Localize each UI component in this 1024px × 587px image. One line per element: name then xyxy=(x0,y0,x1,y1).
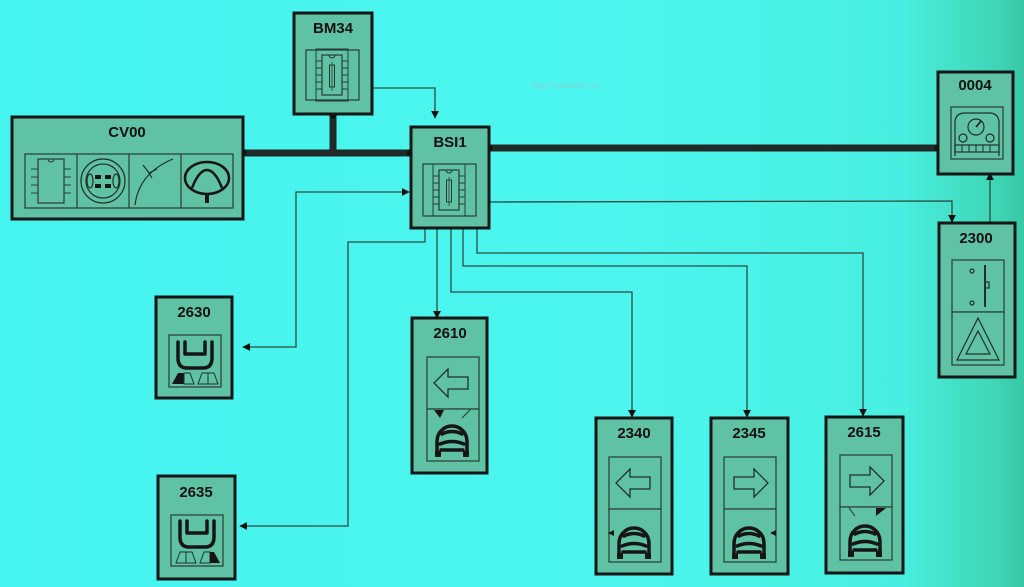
component-label: 2300 xyxy=(959,230,992,247)
component-2300[interactable]: 2300 xyxy=(937,221,1017,379)
rear-lamp-left-icon xyxy=(172,340,219,385)
hazard-triangle-icon xyxy=(956,316,1000,361)
wires xyxy=(239,87,994,530)
component-2345[interactable]: 2345 xyxy=(709,416,790,576)
component-label: 2610 xyxy=(433,325,466,342)
hazard-switch-icon xyxy=(969,265,990,307)
wire-2630-bsi1 xyxy=(242,188,410,351)
component-label: 2615 xyxy=(847,424,880,441)
can-bus xyxy=(239,111,942,157)
component-label: BSI1 xyxy=(433,134,466,151)
wire-bsi1-2340 xyxy=(450,228,636,418)
instrument-cluster-icon xyxy=(950,106,1004,160)
car-mirror-right-icon xyxy=(730,526,776,561)
wire-bsi1-2345 xyxy=(462,228,751,418)
component-2610[interactable]: 2610 xyxy=(410,316,489,475)
component-2635[interactable]: 2635 xyxy=(156,474,237,581)
component-2340[interactable]: 2340 xyxy=(594,416,674,576)
component-label: 2340 xyxy=(617,425,650,442)
wire-bsi1-2615 xyxy=(476,228,867,417)
car-mirror-left-icon xyxy=(608,526,653,561)
wire-bsi1-2300 xyxy=(488,200,956,223)
ecu-chip-icon xyxy=(31,158,71,204)
component-2615[interactable]: 2615 xyxy=(824,415,905,575)
watermark-text: http://autorukov.ru xyxy=(532,80,600,90)
component-label: 2635 xyxy=(179,484,212,501)
connector-icon xyxy=(80,158,126,204)
component-2630[interactable]: 2630 xyxy=(154,295,234,400)
wire-bm34-bsi1 xyxy=(372,87,439,119)
steering-wheel-icon xyxy=(183,160,231,203)
component-0004[interactable]: 0004 xyxy=(936,70,1015,176)
car-front-left-lamp-icon xyxy=(433,409,471,459)
component-bsi1[interactable]: BSI1 xyxy=(409,125,491,230)
component-cv00[interactable]: CV00 xyxy=(10,115,245,221)
component-label: CV00 xyxy=(108,124,146,141)
rear-lamp-right-icon xyxy=(175,519,220,564)
component-label: 0004 xyxy=(958,77,992,94)
component-bm34[interactable]: BM34 xyxy=(292,11,374,116)
component-label: BM34 xyxy=(313,20,354,37)
car-front-right-lamp-icon xyxy=(846,507,886,559)
component-label: 2630 xyxy=(177,304,210,321)
stalk-switch-icon xyxy=(134,158,174,206)
component-label: 2345 xyxy=(732,425,765,442)
wire-bsi1-2635 xyxy=(239,228,426,530)
